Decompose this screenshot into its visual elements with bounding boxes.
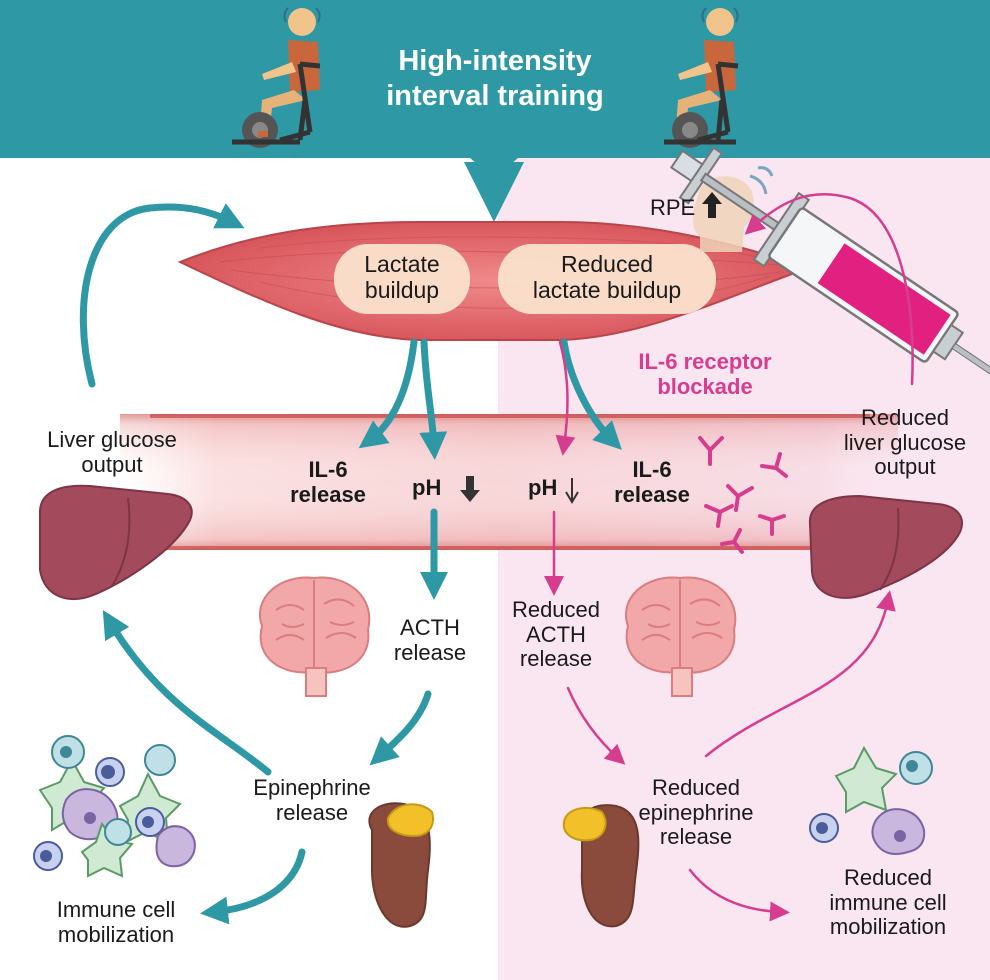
header-band	[0, 0, 990, 158]
arrow-epi-to-reduced-immune	[688, 868, 790, 922]
rpe-up-arrow	[702, 192, 722, 218]
arrow-epi-to-liver	[102, 609, 272, 776]
arrow-liver-to-head	[744, 193, 914, 386]
reduced-epinephrine-release-label: Reduced epinephrine release	[638, 775, 754, 850]
il6-receptor-blockade-label: IL-6 receptor blockade	[638, 349, 772, 399]
immune-cell-mobilization-label: Immune cell mobilization	[56, 897, 176, 947]
antibody-icons	[698, 436, 788, 554]
lactate-buildup-label: Lactate buildup	[364, 251, 440, 303]
il6-release-left-label: IL-6 release	[290, 457, 366, 507]
lactate-bubble-left	[334, 244, 470, 314]
ph-down-arrow-thin	[565, 478, 579, 504]
epinephrine-release-label: Epinephrine release	[253, 775, 371, 825]
cyclist-right-icon	[664, 7, 739, 148]
header-title: High-intensity interval training	[386, 45, 604, 113]
immune-cells-right-icon	[809, 745, 933, 855]
immune-cells-left-icon	[33, 735, 196, 878]
ph-down-arrow-bold	[460, 476, 480, 502]
arrow-epi-to-immune	[200, 848, 306, 925]
arrow-muscle-to-il6-right	[560, 338, 622, 450]
liver-glucose-output-label: Liver glucose output	[47, 427, 177, 477]
ph-right-label: pH	[528, 475, 558, 500]
muscle-icon	[177, 221, 812, 341]
liver-left-icon	[39, 484, 193, 601]
teal-arrows	[79, 203, 622, 925]
reduced-immune-cell-mobilization-label: Reduced immune cell mobilization	[829, 865, 947, 940]
ph-left-label: pH	[412, 475, 442, 500]
rpe-label: RPE	[650, 195, 696, 220]
reduced-lactate-buildup-label: Reduced lactate buildup	[532, 251, 682, 303]
arrow-liver-to-muscle	[79, 203, 245, 388]
arrow-epi-to-reduced-liver	[704, 590, 896, 758]
blood-vessel	[120, 414, 898, 550]
arrow-muscle-to-il6	[358, 338, 418, 449]
arrow-muscle-to-ph	[419, 338, 448, 460]
arrow-muscle-to-ph-right	[555, 340, 576, 456]
reduced-liver-glucose-output-label: Reduced liver glucose output	[843, 405, 967, 480]
lactate-bubble-right	[498, 244, 716, 314]
arrow-acth-to-reduced-epi	[566, 686, 626, 765]
adrenal-right-icon	[562, 804, 640, 928]
reduced-acth-release-label: Reduced ACTH release	[511, 597, 601, 672]
pink-arrows	[544, 193, 914, 922]
acth-release-label: ACTH release	[393, 615, 467, 665]
adrenal-left-icon	[368, 802, 434, 928]
cyclist-left-icon	[232, 7, 321, 148]
brain-right-icon	[625, 576, 737, 697]
arrow-acth-to-epi	[369, 690, 432, 766]
brain-left-icon	[259, 576, 371, 697]
liver-right-icon	[808, 494, 963, 599]
il6-release-right-label: IL-6 release	[614, 457, 690, 507]
